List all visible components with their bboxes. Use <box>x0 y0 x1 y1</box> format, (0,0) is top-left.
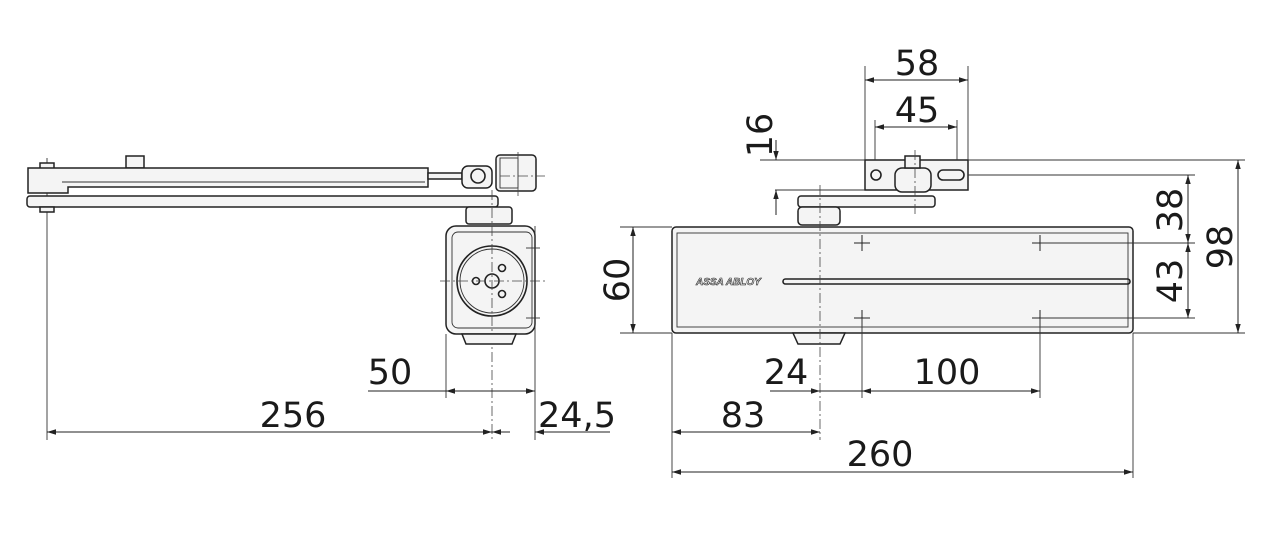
dim-body-depth: 50 <box>368 353 413 393</box>
arm-bracket <box>495 154 537 192</box>
arm-rod <box>427 172 463 180</box>
pinion <box>465 206 513 225</box>
front-view: ASSA ABLOY 58 45 16 60 38 43 98 24 100 8… <box>598 44 1245 478</box>
dim-hole-vertical-spacing: 43 <box>1151 259 1191 304</box>
swivel-pin <box>470 168 486 184</box>
dim-bracket-width: 58 <box>895 44 940 84</box>
closer-body <box>671 226 1134 334</box>
adjust-screw <box>125 155 145 169</box>
dim-arm-length: 256 <box>260 396 327 436</box>
closer-body-end <box>445 225 536 335</box>
slot <box>782 278 1131 285</box>
dim-bracket-offset: 16 <box>741 113 781 158</box>
dim-body-length: 260 <box>847 435 914 475</box>
arm <box>797 195 936 208</box>
dim-axis-to-hole: 24 <box>764 353 809 393</box>
dim-edge-to-axis: 83 <box>721 396 766 436</box>
pinion <box>797 206 841 226</box>
foot <box>460 333 518 345</box>
dim-top-to-hole: 38 <box>1151 188 1191 233</box>
dim-bracket-hole-spacing: 45 <box>895 91 940 131</box>
dim-axis-offset: 24,5 <box>538 396 616 436</box>
dim-total-height: 98 <box>1201 225 1241 270</box>
side-view: 50 256 24,5 <box>26 152 616 440</box>
dim-body-height: 60 <box>598 258 638 303</box>
upper-arm <box>27 167 429 194</box>
brand-logo: ASSA ABLOY <box>695 277 762 288</box>
arm-joint <box>894 167 932 193</box>
swivel-joint <box>461 165 493 189</box>
dim-hole-horizontal-spacing: 100 <box>914 353 981 393</box>
lower-arm <box>26 195 499 208</box>
